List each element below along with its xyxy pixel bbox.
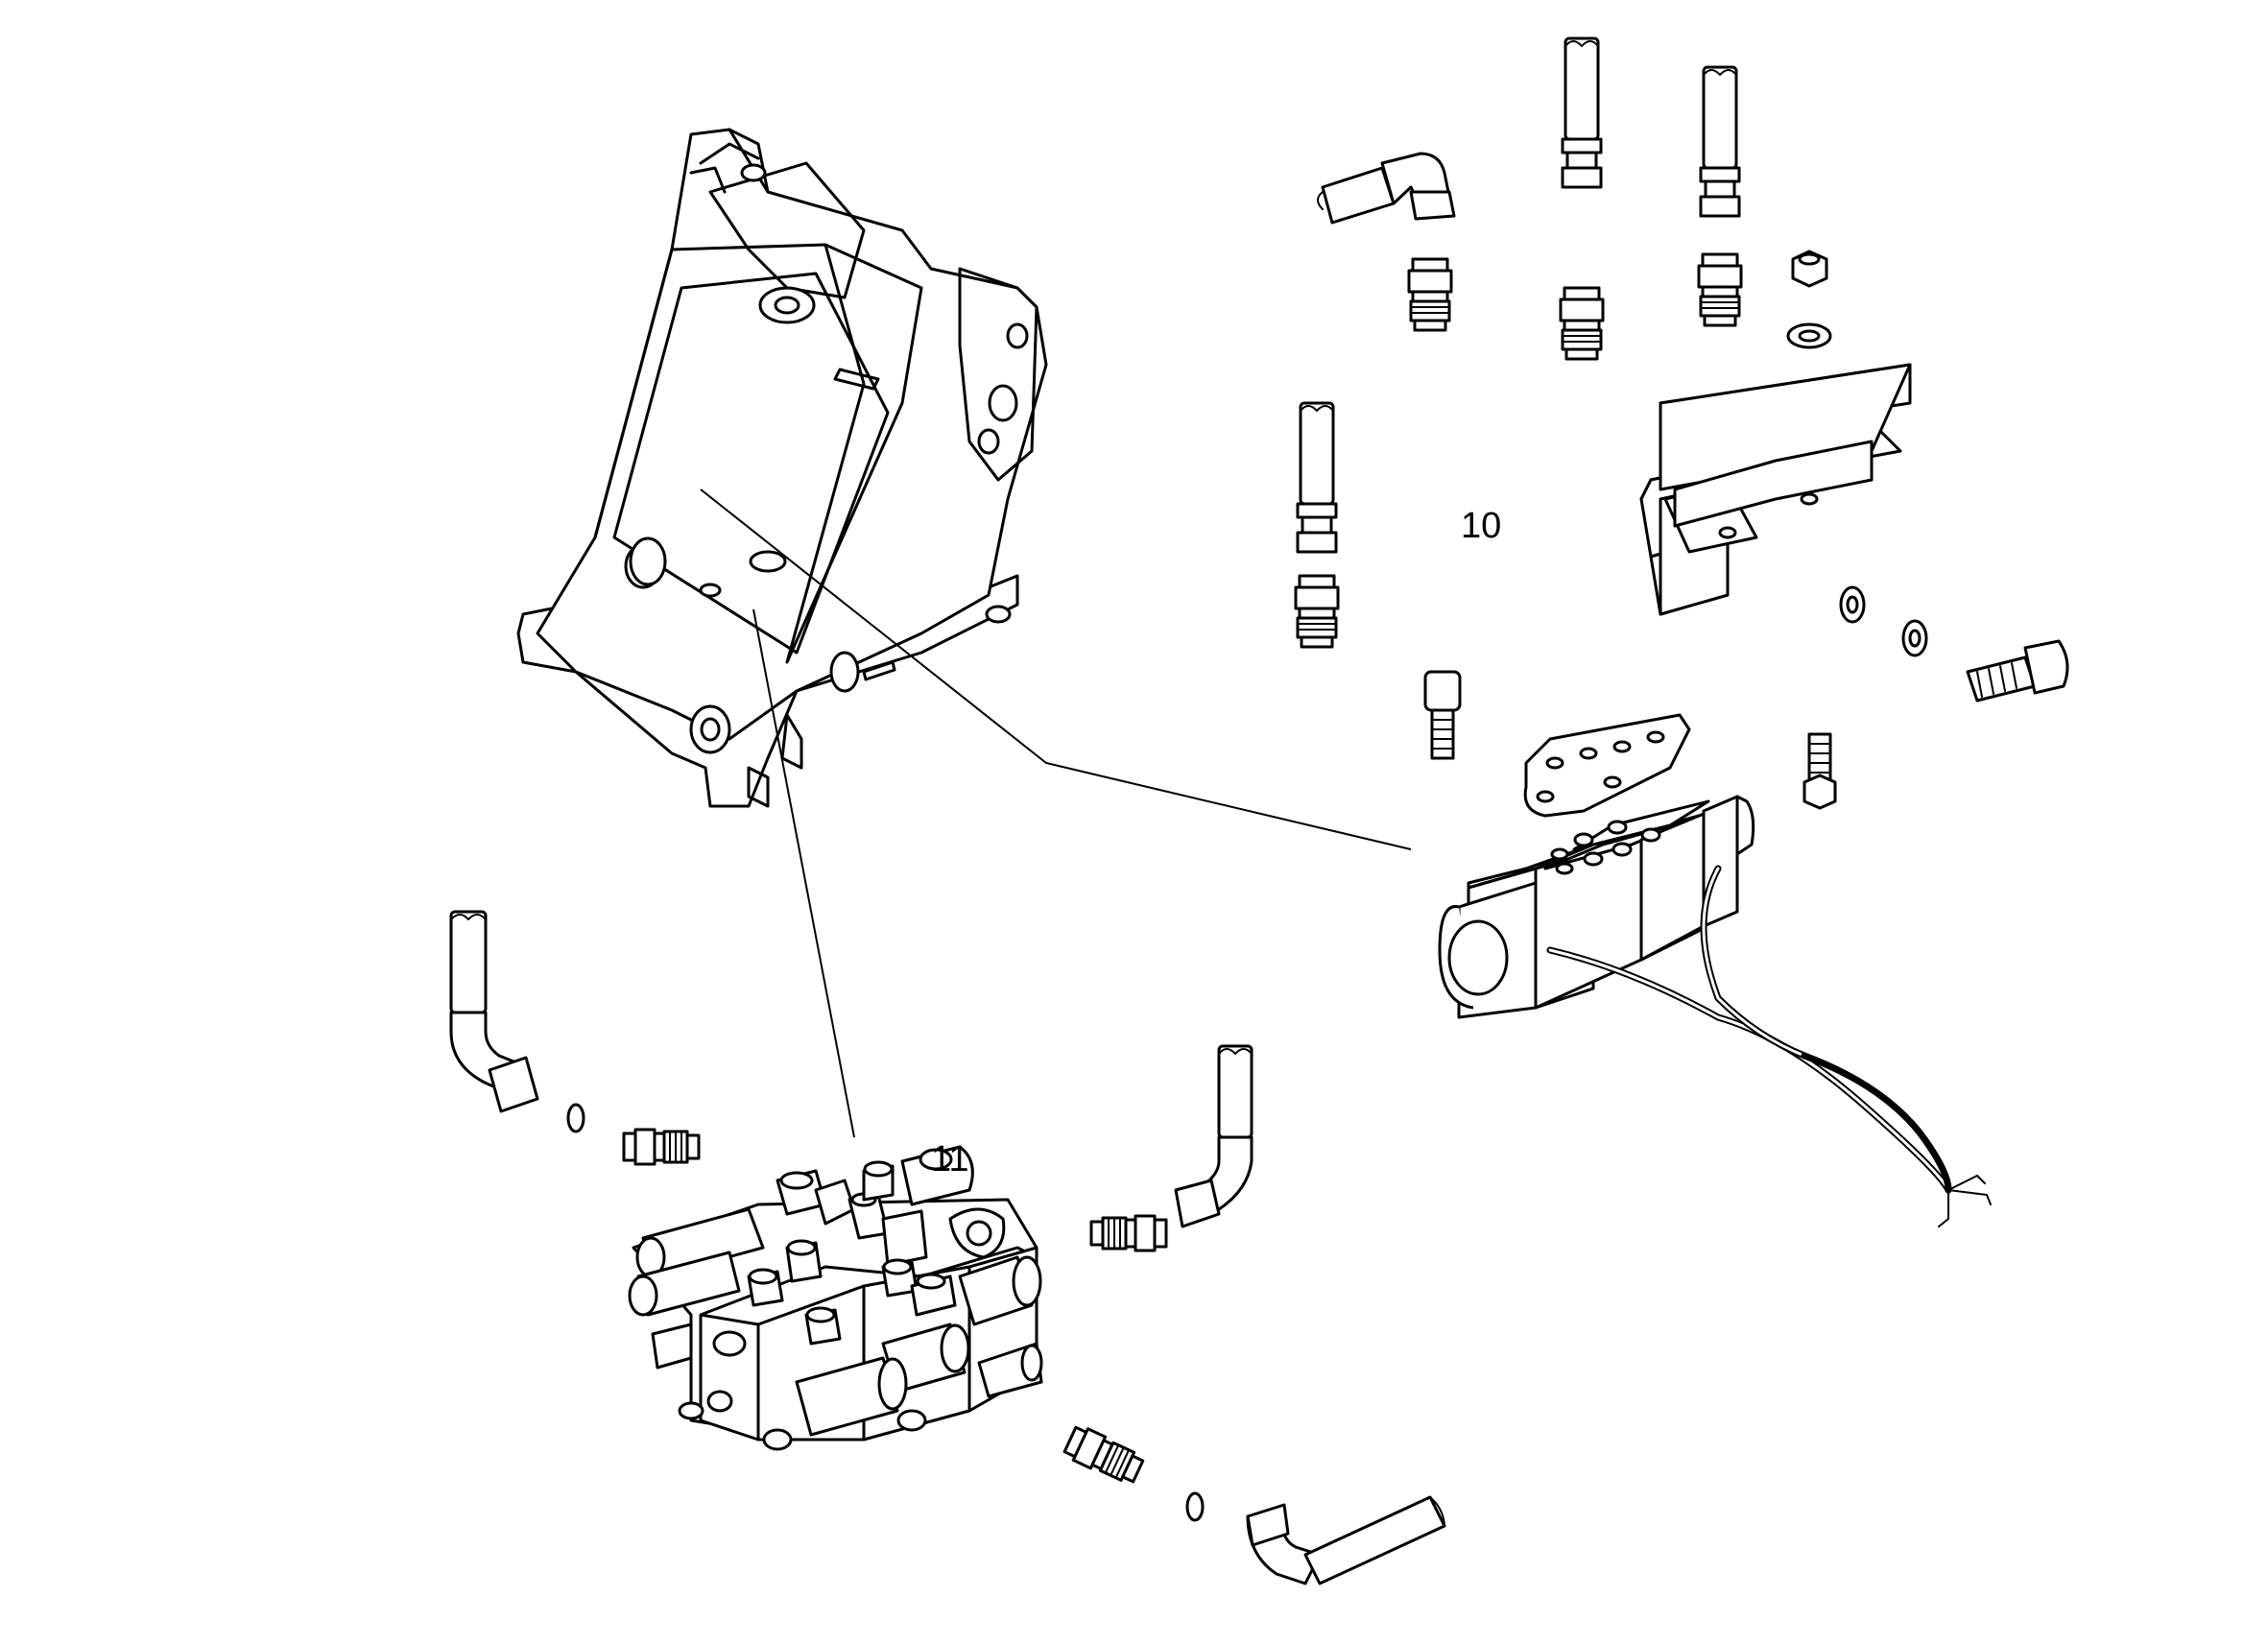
- adapter-valve-1: [622, 1128, 701, 1166]
- bolt-vertical-left: [1423, 670, 1462, 760]
- control-valve-bank: [449, 910, 1446, 1585]
- solenoid-wires: [1546, 865, 1992, 1227]
- adapter-3: [1697, 252, 1743, 327]
- leader-line-10: [700, 488, 1412, 850]
- leader-line-11: [752, 608, 855, 1138]
- loader-frame: [516, 128, 1048, 808]
- elbow-hose: [1317, 152, 1456, 225]
- manifold-plate: [1523, 713, 1691, 818]
- hose-bend-bottom-right: [1246, 1495, 1446, 1585]
- valve-bank-body: [628, 1145, 1043, 1451]
- seal-ring-1: [566, 1103, 585, 1133]
- bolt-vertical-right: [1802, 732, 1837, 810]
- adapter-2: [1559, 286, 1605, 361]
- callout-11: 11: [931, 1139, 968, 1179]
- solenoid-valve: [1438, 795, 1755, 1019]
- adapter-4: [1294, 574, 1340, 649]
- hose-left: [1296, 401, 1338, 554]
- mounting-bracket: [1639, 363, 1912, 616]
- hose-top-right: [1699, 65, 1741, 218]
- solenoid-valve-assembly: [1294, 36, 2069, 1227]
- adapter-1: [1407, 257, 1453, 332]
- hose-top-center: [1561, 36, 1603, 189]
- hose-bend-top-left: [449, 910, 539, 1113]
- callout-10: 10: [1461, 506, 1501, 546]
- adapter-valve-2: [1089, 1214, 1168, 1252]
- seal-ring-2: [1185, 1491, 1205, 1522]
- adapter-valve-3: [1061, 1422, 1147, 1489]
- hose-bend-top-right: [1174, 1044, 1253, 1228]
- bolt-horizontal: [1966, 639, 2069, 703]
